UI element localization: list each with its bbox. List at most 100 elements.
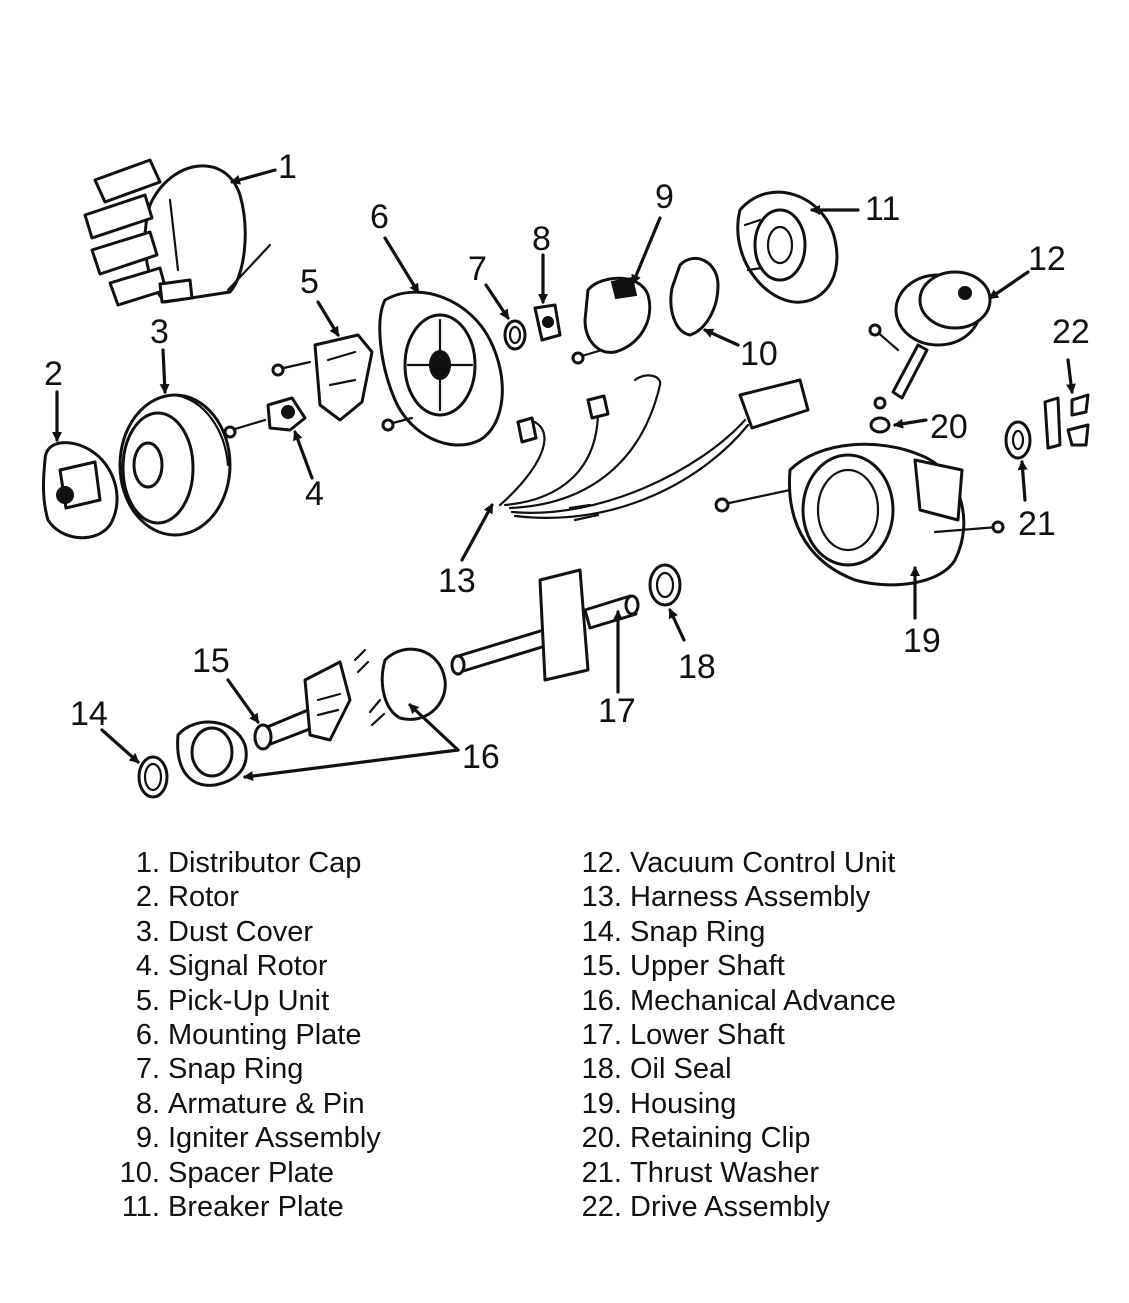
legend-number: 1. [135, 847, 160, 879]
leader-5 [316, 300, 340, 337]
legend-label: Armature & Pin [168, 1087, 365, 1120]
legend-label: Vacuum Control Unit [630, 847, 896, 879]
legend-label: Mechanical Advance [630, 984, 896, 1017]
legend-item: 18.Oil Seal [572, 1052, 896, 1086]
callout-numbers: 1 2 3 4 5 6 7 8 9 10 11 12 13 14 15 16 1… [44, 148, 1090, 776]
legend-item: 21.Thrust Washer [572, 1156, 896, 1190]
callout-8: 8 [532, 220, 551, 258]
legend-item: 7.Snap Ring [112, 1052, 381, 1086]
vacuum-control-unit-part [868, 270, 992, 400]
oil-seal-part [648, 563, 682, 607]
legend-label: Drive Assembly [630, 1191, 830, 1224]
callout-20: 20 [930, 408, 968, 446]
legend-label: Distributor Cap [168, 847, 362, 879]
leader-21 [1017, 460, 1028, 502]
drive-assembly-part [1043, 393, 1090, 450]
distributor-cap-part [83, 158, 272, 307]
legend-label: Dust Cover [168, 915, 314, 948]
legend-number: 5. [135, 984, 160, 1017]
legend-item: 17.Lower Shaft [572, 1018, 896, 1052]
callout-17: 17 [598, 692, 636, 730]
legend-item: 4.Signal Rotor [112, 949, 381, 983]
spacer-plate-part [669, 256, 720, 337]
snap-ring-7-part [503, 319, 527, 351]
callout-19: 19 [903, 622, 941, 660]
legend-label: Harness Assembly [630, 881, 871, 914]
dust-cover-part [118, 393, 232, 537]
legend-item: 12.Vacuum Control Unit [572, 846, 896, 880]
harness-assembly-part [498, 374, 810, 522]
leader-10 [703, 328, 740, 347]
leader-13 [460, 503, 494, 562]
callout-10: 10 [740, 335, 778, 373]
breaker-plate-part [736, 190, 839, 304]
mounting-plate-part [378, 290, 504, 447]
callout-21: 21 [1018, 505, 1056, 543]
callout-14: 14 [70, 695, 108, 733]
legend-item: 10.Spacer Plate [112, 1156, 381, 1190]
upper-shaft-part [176, 660, 352, 787]
legend-label: Pick-Up Unit [168, 984, 330, 1017]
pick-up-unit-part [271, 333, 374, 422]
thrust-washer-part [1004, 420, 1032, 460]
legend-item: 5.Pick-Up Unit [112, 984, 381, 1018]
legend-number: 16. [581, 984, 622, 1017]
legend-label: Retaining Clip [630, 1122, 811, 1155]
callout-9: 9 [655, 178, 674, 216]
legend-label: Spacer Plate [168, 1156, 335, 1189]
legend-item: 20.Retaining Clip [572, 1121, 896, 1155]
callout-5: 5 [300, 263, 319, 301]
legend-number: 14. [581, 915, 622, 948]
callout-7: 7 [468, 250, 487, 288]
legend-item: 13.Harness Assembly [572, 880, 896, 914]
housing-part [714, 442, 1005, 587]
legend-item: 9.Igniter Assembly [112, 1121, 381, 1155]
legend-label: Signal Rotor [168, 950, 328, 983]
igniter-assembly-part [571, 276, 652, 365]
exploded-distributor-diagram: 1 2 3 4 5 6 7 8 9 10 11 12 13 14 15 16 1… [41, 148, 1090, 799]
leader-20 [893, 418, 928, 429]
callout-1: 1 [278, 148, 297, 186]
leader-16b [408, 703, 460, 752]
legend-number: 12. [581, 847, 622, 879]
legend-label: Snap Ring [168, 1053, 304, 1086]
legend-number: 18. [581, 1053, 622, 1086]
legend-item: 16.Mechanical Advance [572, 984, 896, 1018]
legend-item: 22.Drive Assembly [572, 1190, 896, 1224]
callout-16: 16 [462, 738, 500, 776]
legend-item: 3.Dust Cover [112, 915, 381, 949]
legend-label: Housing [630, 1087, 737, 1120]
legend-label: Mounting Plate [168, 1019, 362, 1052]
legend-item: 19.Housing [572, 1087, 896, 1121]
signal-rotor-part [223, 396, 307, 439]
legend-number: 15. [581, 950, 622, 983]
legend-label: Igniter Assembly [168, 1122, 381, 1155]
legend-number: 7. [135, 1053, 160, 1086]
legend-number: 9. [135, 1122, 160, 1155]
legend-label: Breaker Plate [168, 1191, 344, 1224]
leader-7 [484, 283, 510, 320]
armature-pin-part [533, 303, 562, 342]
legend-number: 21. [581, 1156, 622, 1189]
legend-item: 14.Snap Ring [572, 915, 896, 949]
legend-item: 2.Rotor [112, 880, 381, 914]
leader-14 [100, 728, 140, 764]
leader-22 [1066, 358, 1076, 394]
legend-item: 6.Mounting Plate [112, 1018, 381, 1052]
legend-label: Rotor [168, 881, 239, 914]
legend-number: 13. [581, 881, 622, 914]
callout-18: 18 [678, 648, 716, 686]
leader-18 [668, 608, 686, 642]
callout-4: 4 [305, 475, 324, 513]
legend-label: Thrust Washer [630, 1156, 820, 1189]
callout-2: 2 [44, 355, 63, 393]
legend-label: Upper Shaft [630, 950, 785, 983]
legend-number: 8. [135, 1087, 160, 1120]
legend-number: 19. [581, 1087, 622, 1120]
callout-22: 22 [1052, 313, 1090, 351]
leader-lines [52, 168, 1076, 781]
legend-item: 1.Distributor Cap [112, 846, 381, 880]
leader-6 [383, 236, 420, 294]
